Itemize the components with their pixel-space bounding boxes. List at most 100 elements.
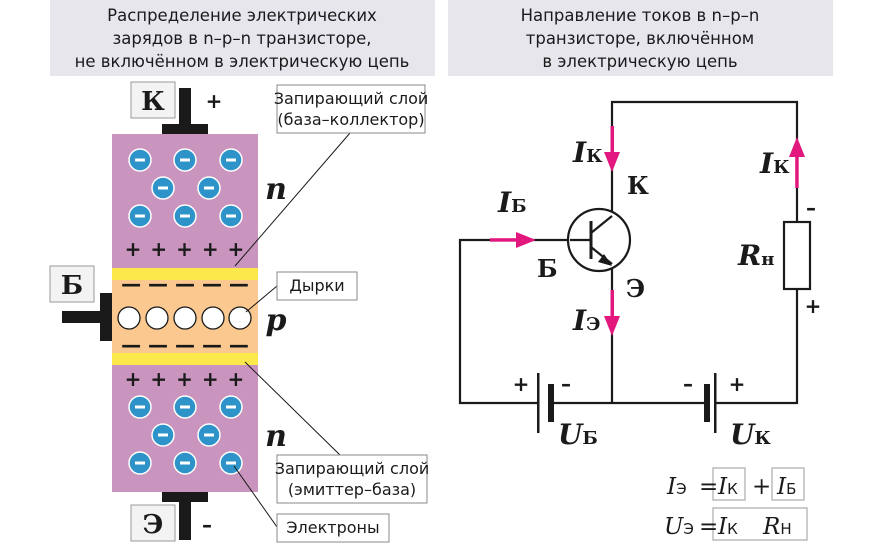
electrons-top — [128, 148, 243, 228]
arrow-ib-right — [490, 232, 536, 248]
resistor-rn — [782, 220, 812, 291]
electron — [219, 451, 243, 475]
electron — [128, 204, 152, 228]
left-caption-bg — [50, 0, 435, 76]
node-e-label: Э — [626, 274, 645, 303]
electron — [219, 395, 243, 419]
depletion-layer-top — [112, 268, 258, 280]
formula-1-equals: = — [699, 474, 718, 500]
battery-uk-short-plate — [704, 384, 710, 422]
callout-holes-label: Дырки — [289, 276, 344, 295]
label-ik: IК — [572, 136, 603, 169]
emitter-lead — [179, 496, 191, 540]
electron — [173, 395, 197, 419]
battery-ub-short-plate — [548, 384, 554, 422]
callout-electrons-box — [276, 513, 390, 543]
left-caption-line-3: не включённом в электрическую цепь — [75, 52, 410, 71]
electron — [197, 176, 221, 200]
battery-uk-minus: – — [683, 372, 693, 396]
positive-ions-top: + + + + + — [125, 237, 246, 261]
terminal-e-label: Э — [143, 510, 164, 540]
terminal-e-box — [130, 504, 176, 542]
callout-holes-box — [276, 271, 358, 301]
terminal-b-label: Б — [61, 271, 83, 301]
callout-top-line-2: (база–коллектор) — [277, 110, 424, 129]
battery-ub-minus: – — [561, 372, 571, 396]
terminal-k-label: К — [141, 87, 165, 117]
callout-bottom: Запирающий слой (эмиттер–база) — [244, 361, 430, 504]
label-ik-right: IК — [759, 147, 790, 180]
hole — [201, 306, 225, 330]
callout-holes: Дырки — [245, 271, 358, 313]
battery-uk-long-plate — [714, 373, 717, 433]
formula-1-box-b — [771, 467, 805, 501]
terminal-e-sign: – — [202, 513, 212, 537]
left-caption: Распределение электрических зарядов в n–… — [50, 0, 435, 76]
left-caption-line-1: Распределение электрических — [107, 6, 377, 25]
callout-bottom-line-1: Запирающий слой — [275, 459, 430, 478]
electron — [151, 423, 175, 447]
holes — [117, 306, 252, 330]
terminal-k-box — [130, 81, 176, 119]
formula-1-plus: + — [752, 474, 771, 500]
resistor-minus: – — [806, 196, 816, 220]
right-caption-line-3: в электрическую цепь — [542, 52, 737, 71]
right-caption: Направление токов в n–p–n транзисторе, в… — [448, 0, 833, 76]
callout-electrons-leader — [233, 465, 278, 528]
transistor-symbol — [566, 207, 632, 273]
callout-electrons-label: Электроны — [286, 518, 379, 537]
positive-ions-bottom: + + + + + — [125, 367, 246, 391]
formula-1-term-b: IБ — [776, 474, 796, 500]
transistor-body — [566, 207, 632, 273]
electron — [173, 204, 197, 228]
battery-uk-plus: + — [729, 372, 746, 396]
resistor-plus: + — [805, 294, 822, 318]
callout-top-box — [276, 84, 426, 134]
current-arrows — [490, 126, 805, 336]
electron — [219, 148, 243, 172]
label-rn: Rн — [737, 239, 774, 272]
electron — [173, 451, 197, 475]
electron — [173, 148, 197, 172]
label-ie: IЭ — [572, 304, 600, 337]
callout-top-line-1: Запирающий слой — [274, 89, 429, 108]
formula-1-box-a — [712, 467, 746, 501]
electron — [151, 176, 175, 200]
wire-right-bottom — [715, 289, 799, 405]
electrons-bottom — [128, 395, 243, 475]
callout-top: Запирающий слой (база–коллектор) — [234, 84, 429, 267]
formula-2-term-a: IК — [717, 514, 738, 540]
depletion-layer-bottom — [112, 353, 258, 365]
electron — [128, 395, 152, 419]
label-ub: UБ — [558, 418, 598, 451]
formula-2-box — [712, 507, 808, 541]
right-caption-line-1: Направление токов в n–p–n — [521, 6, 760, 25]
formula-2-term-b: RН — [762, 514, 792, 540]
arrow-ie-down — [604, 290, 620, 336]
collector-plate — [162, 124, 208, 134]
terminal-b-box — [49, 265, 95, 303]
base-lead — [62, 311, 110, 323]
electron — [219, 204, 243, 228]
node-b-label: Б — [537, 254, 558, 283]
formula-2-lhs: UЭ — [664, 514, 694, 540]
battery-ub-long-plate — [537, 373, 540, 433]
right-caption-bg — [448, 0, 833, 76]
label-ib: IБ — [497, 186, 527, 219]
right-caption-line-2: транзисторе, включённом — [526, 29, 755, 48]
terminal-k-sign: + — [206, 89, 223, 113]
node-k-label: К — [627, 171, 649, 200]
hole — [173, 306, 197, 330]
formula-1: IЭ = IК + IБ — [666, 467, 805, 501]
electron — [128, 148, 152, 172]
negative-ions-bottom: — — — — — — [121, 333, 249, 357]
region-p-label: p — [266, 303, 287, 338]
callout-top-leader — [234, 132, 351, 267]
region-n-top-label: n — [265, 172, 287, 207]
label-uk: UК — [730, 418, 771, 451]
callout-bottom-box — [276, 454, 428, 504]
battery-ub-plus: + — [513, 372, 530, 396]
hole — [228, 306, 252, 330]
base-plate — [100, 293, 112, 341]
